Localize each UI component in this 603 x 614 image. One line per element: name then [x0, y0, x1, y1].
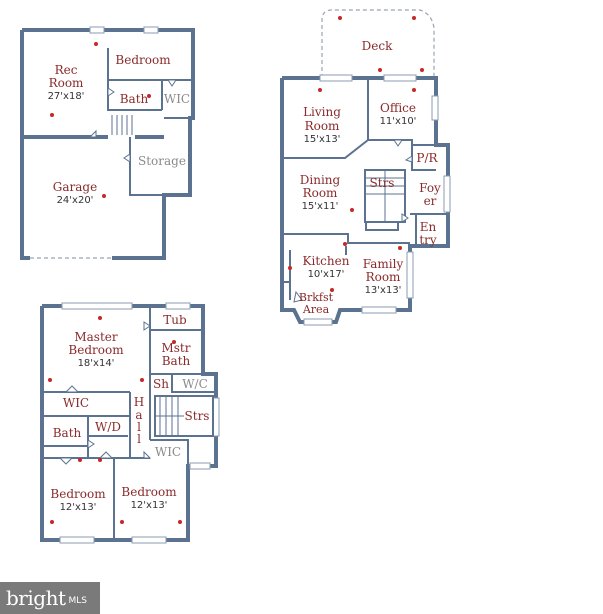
light-fixture-dot	[398, 246, 402, 250]
lower-bedroom-label: Bedroom	[115, 53, 171, 67]
light-fixture-dot	[338, 16, 342, 20]
kitchen-label: Kitchen	[303, 254, 350, 268]
light-fixture-dot	[330, 288, 334, 292]
hall-letter-4: l	[137, 432, 141, 446]
tub-label: Tub	[163, 313, 187, 327]
upper-wic2-label: WIC	[155, 445, 181, 459]
light-fixture-dot	[378, 68, 382, 72]
lower-level-plan: Bedroom Rec Room 27'x18' Bath WIC Storag…	[20, 26, 195, 261]
light-fixture-dot	[98, 458, 102, 462]
light-fixture-dot	[98, 316, 102, 320]
dining-room-size: 15'x11'	[302, 201, 339, 212]
light-fixture-dot	[420, 68, 424, 72]
upper-bath-label: Bath	[53, 426, 82, 440]
upper-wic-label: WIC	[63, 396, 89, 410]
entry-label-1: En	[420, 220, 437, 234]
bedroom-left-label: Bedroom	[50, 487, 106, 501]
family-room-label-2: Room	[366, 270, 401, 284]
upper-level-plan: Master Bedroom 18'x14' Tub Mstr Bath Sh …	[40, 302, 220, 544]
main-level-plan: Deck Living Room 15'x13' Office 11'x10' …	[280, 9, 451, 326]
master-bath-label-2: Bath	[162, 354, 191, 368]
light-fixture-dot	[50, 113, 54, 117]
water-closet-label: W/C	[182, 377, 208, 391]
office-label: Office	[380, 101, 416, 115]
light-fixture-dot	[102, 194, 106, 198]
garage-size: 24'x20'	[57, 195, 94, 206]
foyer-label-2: er	[424, 194, 437, 208]
upper-stairs-label: Strs	[185, 409, 210, 423]
hall-letter-2: a	[135, 408, 142, 422]
garage-label: Garage	[53, 180, 97, 194]
light-fixture-dot	[178, 520, 182, 524]
living-room-size: 15'x13'	[304, 134, 341, 145]
light-fixture-dot	[147, 94, 151, 98]
living-room-label-1: Living	[303, 105, 341, 119]
bedroom-right-label: Bedroom	[121, 485, 177, 499]
light-fixture-dot	[412, 16, 416, 20]
light-fixture-dot	[94, 42, 98, 46]
master-bedroom-label-1: Master	[74, 330, 118, 344]
breakfast-label-2: Area	[302, 303, 330, 316]
powder-room-label: P/R	[416, 151, 438, 165]
rec-room-size: 27'x18'	[48, 91, 85, 102]
family-room-size: 13'x13'	[365, 285, 402, 296]
family-room-label-1: Family	[363, 257, 404, 271]
light-fixture-dot	[50, 520, 54, 524]
master-bath-label-1: Mstr	[161, 341, 190, 355]
hall-letter-3: l	[137, 420, 141, 434]
bright-mls-logo: bright MLS	[0, 582, 100, 614]
deck-label: Deck	[362, 39, 393, 53]
foyer-label-1: Foy	[419, 181, 441, 195]
hall-letter-1: H	[134, 395, 144, 409]
washer-dryer-label: W/D	[95, 420, 121, 434]
dining-room-label-1: Dining	[300, 173, 341, 187]
main-stairs-label: Strs	[370, 176, 395, 190]
entry-label-2: try	[419, 233, 437, 247]
office-size: 11'x10'	[380, 116, 417, 127]
shower-label: Sh	[153, 377, 169, 391]
living-room-label-2: Room	[305, 119, 340, 133]
master-bedroom-size: 18'x14'	[78, 358, 115, 369]
logo-text: bright	[6, 586, 66, 610]
breakfast-label-1: Brkfst	[299, 291, 334, 304]
bedroom-right-size: 12'x13'	[131, 500, 168, 511]
light-fixture-dot	[412, 88, 416, 92]
dining-room-label-2: Room	[303, 186, 338, 200]
light-fixture-dot	[78, 458, 82, 462]
light-fixture-dot	[140, 378, 144, 382]
rec-room-label-2: Room	[49, 76, 84, 90]
light-fixture-dot	[48, 378, 52, 382]
lower-wic-label: WIC	[164, 92, 190, 106]
light-fixture-dot	[288, 266, 292, 270]
light-fixture-dot	[120, 520, 124, 524]
lower-bath-label: Bath	[120, 92, 149, 106]
master-bedroom-label-2: Bedroom	[68, 343, 124, 357]
light-fixture-dot	[172, 340, 176, 344]
light-fixture-dot	[343, 242, 347, 246]
bedroom-left-size: 12'x13'	[60, 502, 97, 513]
kitchen-size: 10'x17'	[308, 269, 345, 280]
storage-label: Storage	[138, 154, 186, 168]
light-fixture-dot	[318, 88, 322, 92]
rec-room-label-1: Rec	[55, 63, 78, 77]
logo-suffix: MLS	[68, 596, 87, 606]
light-fixture-dot	[350, 208, 354, 212]
